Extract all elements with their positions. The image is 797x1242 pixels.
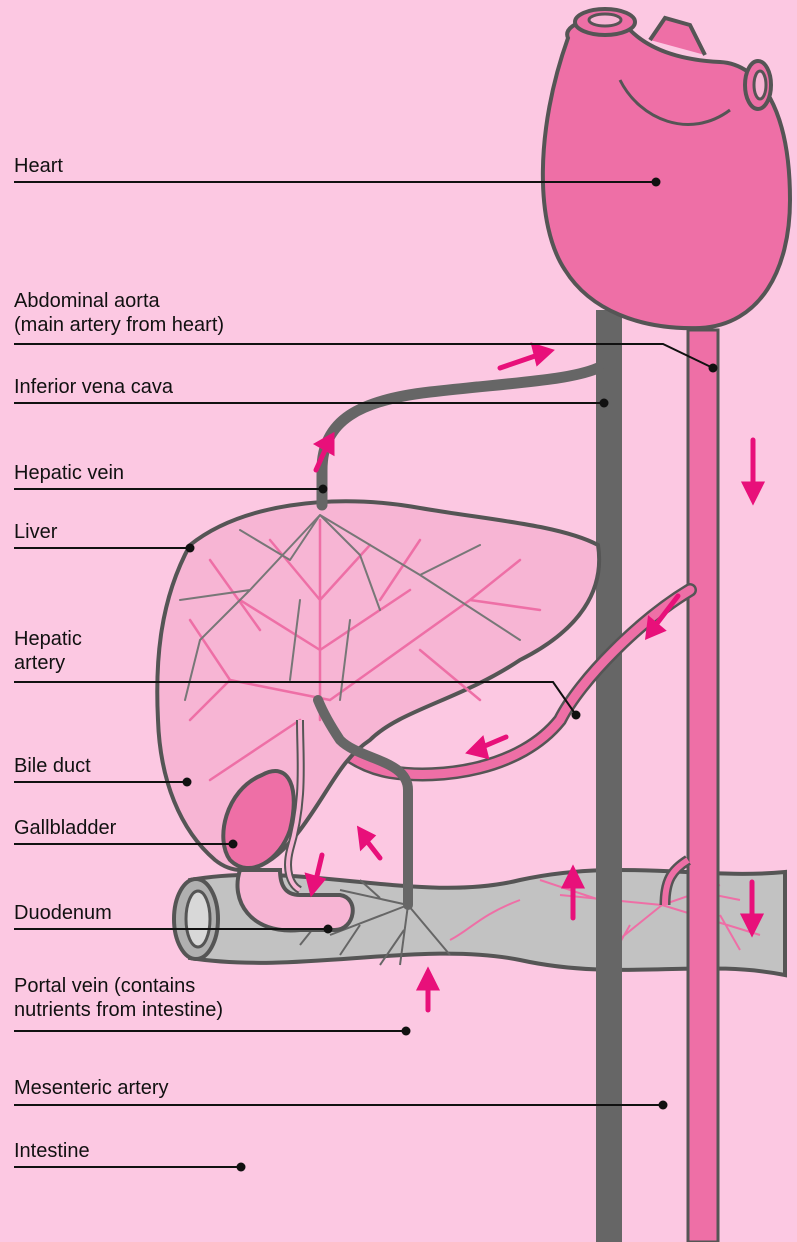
label-abdominal-aorta: Abdominal aorta (main artery from heart) (14, 289, 224, 337)
label-portal-vein: Portal vein (contains nutrients from int… (14, 974, 223, 1022)
arrow-hepatic-vein-outflow (500, 355, 538, 368)
hepatic-vein (322, 368, 598, 505)
label-hepatic-vein: Hepatic vein (14, 461, 124, 485)
label-mesenteric-artery: Mesenteric artery (14, 1076, 169, 1100)
label-intestine: Intestine (14, 1139, 90, 1163)
label-duodenum: Duodenum (14, 901, 112, 925)
label-liver: Liver (14, 520, 57, 544)
aorta (688, 330, 718, 1242)
label-inferior-vena-cava: Inferior vena cava (14, 375, 173, 399)
label-gallbladder: Gallbladder (14, 816, 116, 840)
vena-cava (596, 310, 622, 1242)
heart (543, 9, 790, 328)
label-bile-duct: Bile duct (14, 754, 91, 778)
liver (157, 501, 599, 870)
label-heart: Heart (14, 154, 63, 178)
label-hepatic-artery: Hepatic artery (14, 627, 82, 675)
